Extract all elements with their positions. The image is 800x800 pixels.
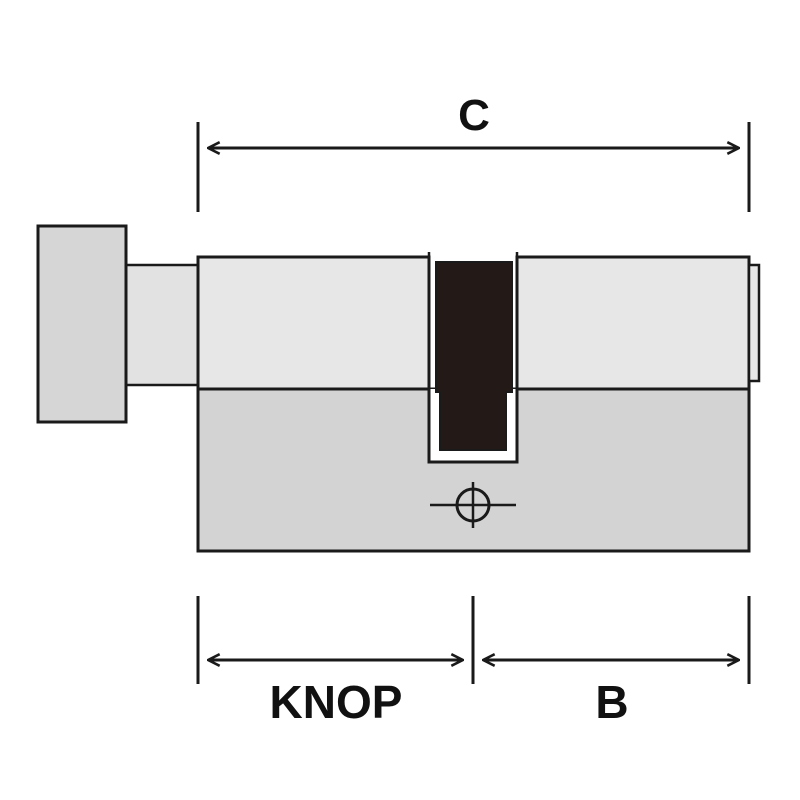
- cylinder-upper-right: [515, 255, 751, 391]
- dimension-c-label: C: [458, 91, 490, 140]
- dimension-knop: KNOP: [196, 596, 475, 728]
- cylinder-body: [196, 252, 761, 553]
- dimension-b: B: [483, 596, 751, 728]
- cylinder-upper-left: [196, 255, 431, 391]
- dimension-b-label: B: [595, 676, 628, 728]
- cam: [435, 261, 513, 451]
- thumb-turn-knob: [36, 224, 200, 424]
- knob-shaft: [124, 263, 200, 387]
- fixing-hole-crosshair: [430, 482, 516, 528]
- dimension-c: C: [196, 91, 751, 212]
- knob-head: [36, 224, 128, 424]
- dimension-knop-label: KNOP: [270, 676, 403, 728]
- cylinder-end-cap: [747, 263, 761, 383]
